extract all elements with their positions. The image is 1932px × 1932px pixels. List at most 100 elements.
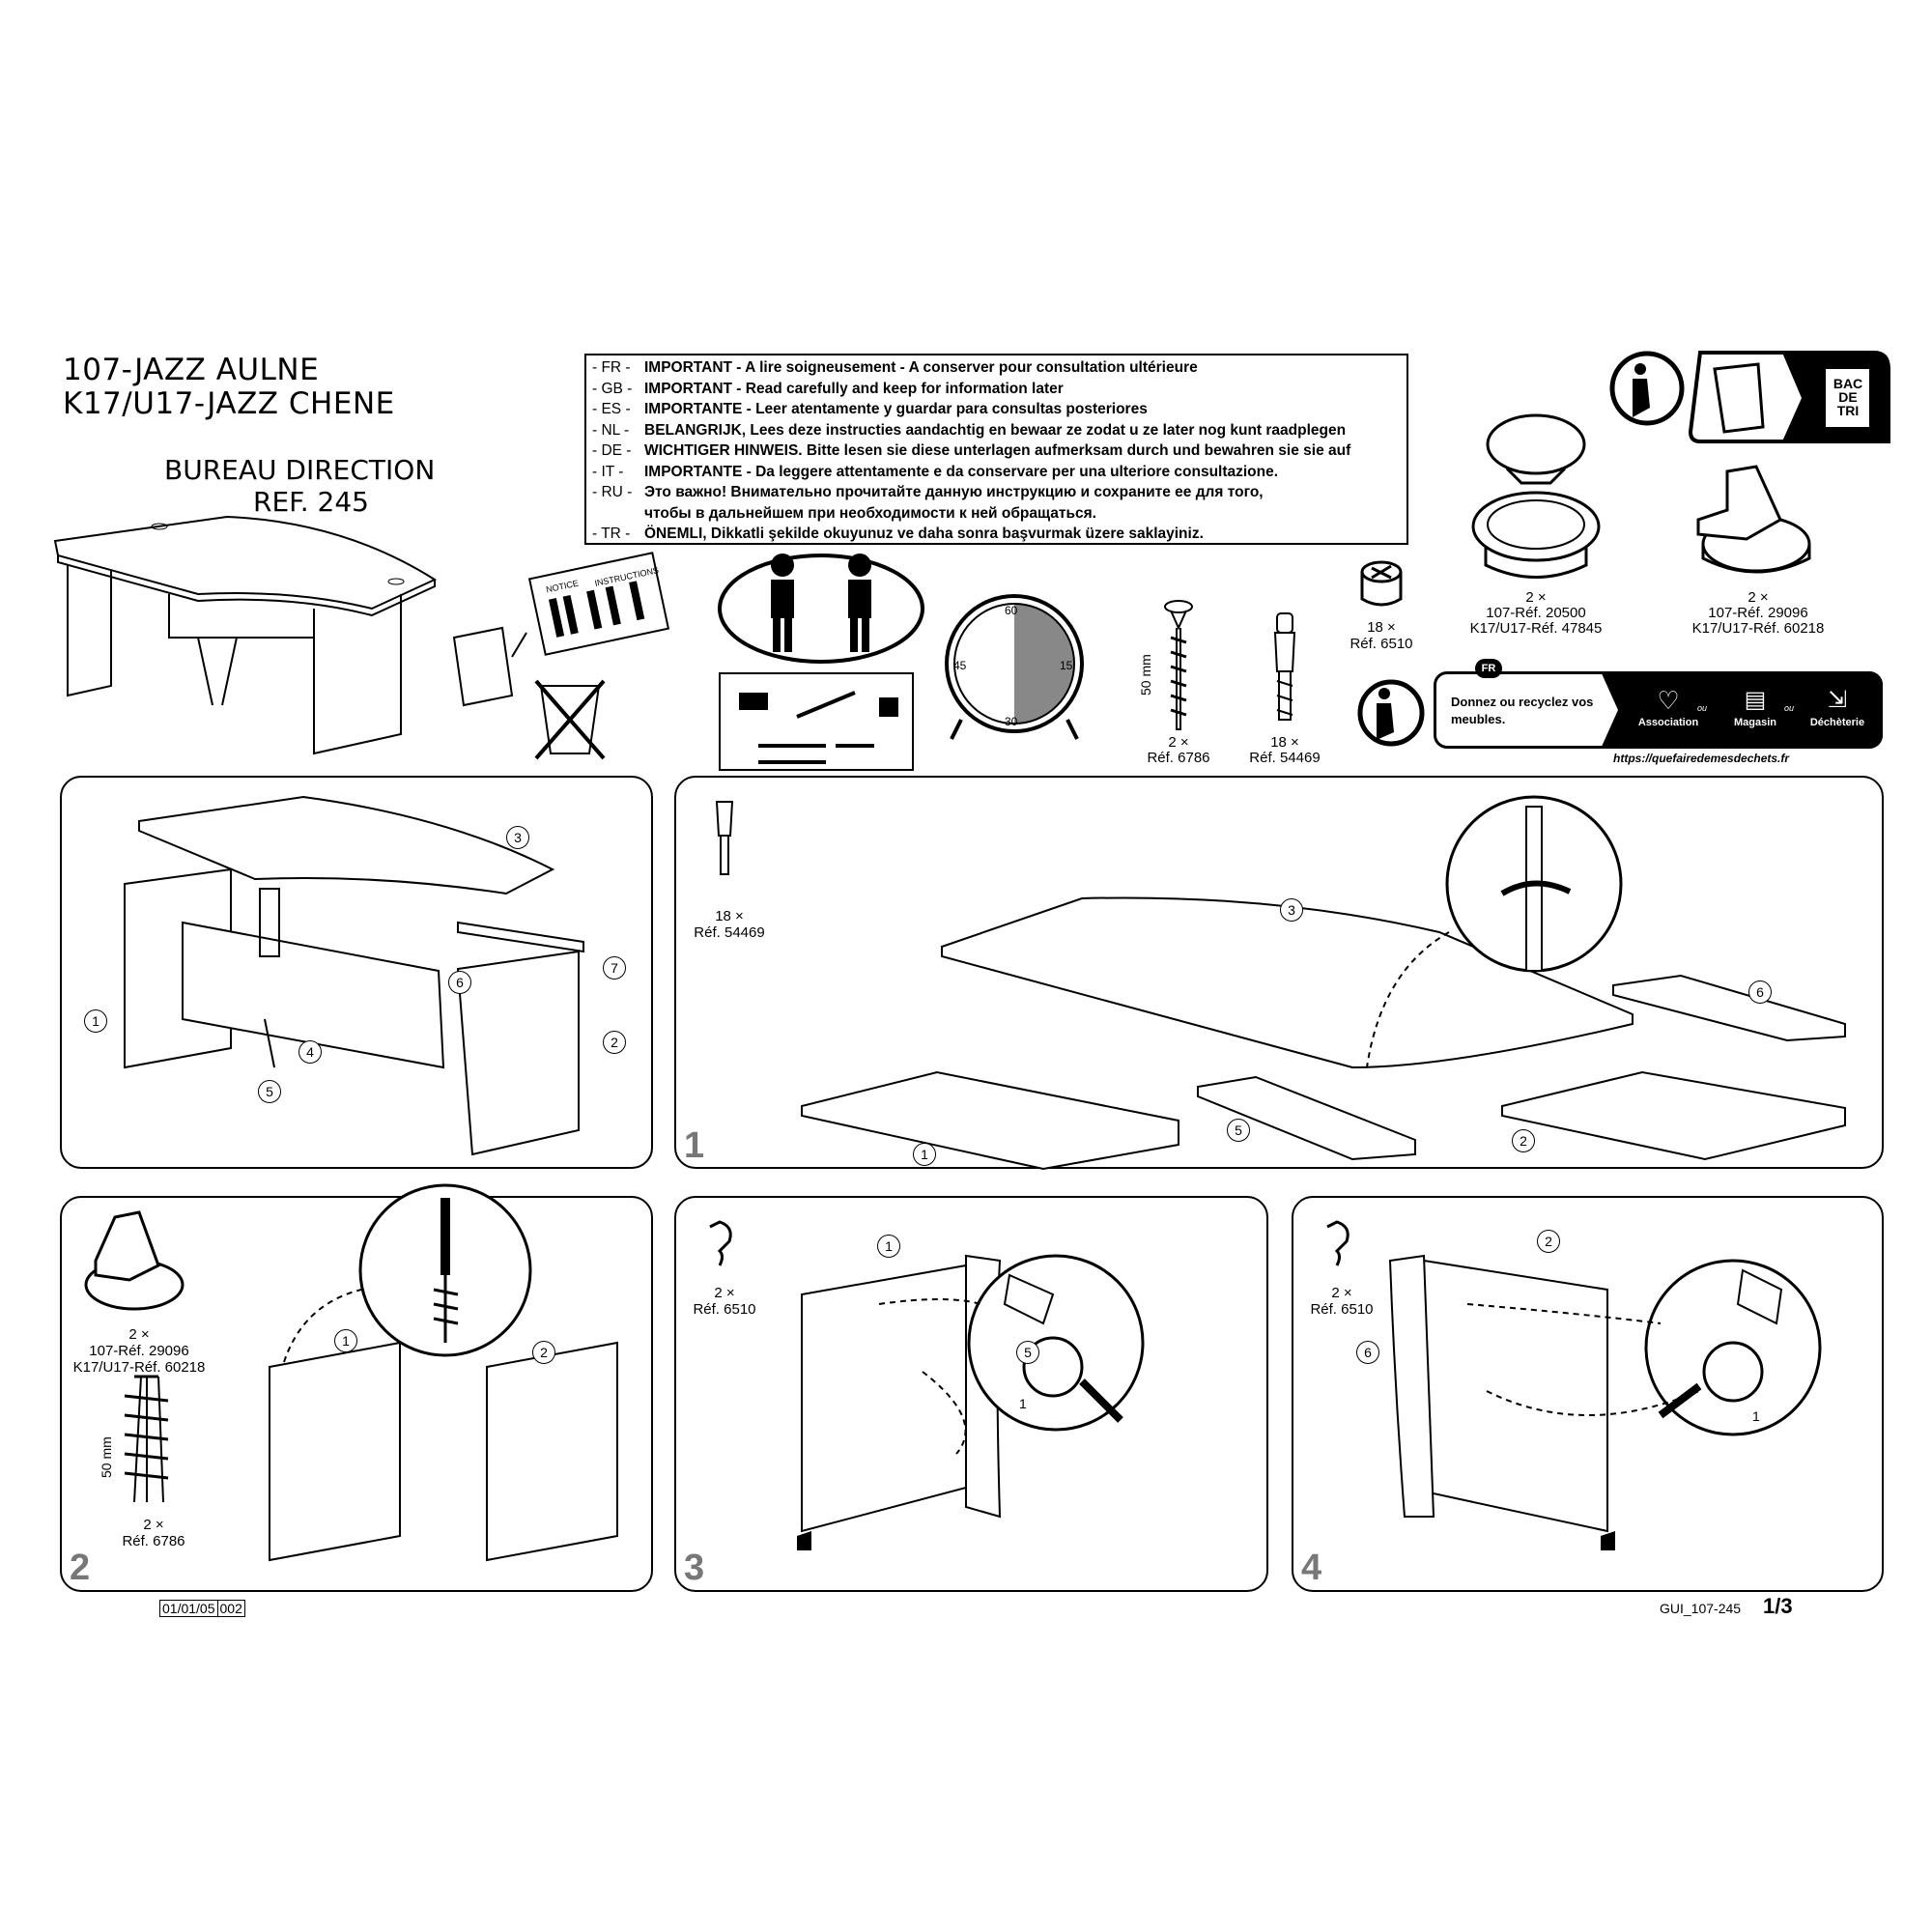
foot-qty: 2 × [1747,589,1769,606]
part-label-1: 1 [334,1329,357,1352]
screw-icon [1164,600,1193,730]
part-label-1: 1 [913,1143,936,1166]
part-label-6: 6 [1748,980,1772,1004]
notice-line: - TR -ÖNEMLI, Dikkatli şekilde okuyunuz … [592,526,1204,542]
title-line-1: 107-JAZZ AULNE [63,353,320,387]
heart-hand-icon: ♡ [1657,686,1680,715]
tools-icon [719,672,914,771]
part-label-2: 2 [603,1031,626,1054]
part-label-7: 7 [603,956,626,980]
option-decheterie: ⇲Déchèterie [1794,684,1881,728]
recycle-message: Donnez ou recyclez vos meubles. [1451,695,1594,726]
leveling-foot-icon [1696,465,1811,574]
step-1-part-ref: Réf. 54469 [694,924,765,941]
grommet-ref-107: 107-Réf. 20500 [1486,605,1586,621]
footer-doc-ref: GUI_107-245 [1660,1601,1742,1616]
step-4-part-qty: 2 × [1331,1285,1352,1301]
clock-tick: 45 [953,659,967,672]
step-number: 2 [70,1548,91,1588]
exploded-view-panel: 3 7 6 2 1 4 5 [60,776,653,1169]
exploded-desk-drawing [124,795,584,1156]
two-people-icon [718,554,924,664]
separator: ou [1697,703,1708,713]
step-1-panel: 18 × Réf. 54469 3 6 1 5 2 1 [674,776,1884,1171]
notice-line: - NL -BELANGRIJK, Lees deze instructies … [592,421,1347,439]
step-2-screw-qty: 2 × [143,1517,164,1533]
cam-qty: 18 × [1367,619,1396,636]
screw-qty: 2 × [1168,734,1189,751]
part-label-5: 5 [1227,1119,1250,1142]
cam-lock-icon [1360,560,1403,607]
part-label-6: 6 [1356,1341,1379,1364]
clock-tick: 60 [1005,604,1018,617]
part-label-3: 3 [506,826,529,849]
option-magasin: ▤Magasin [1712,684,1799,728]
foot-ref-k17: K17/U17-Réf. 60218 [1691,620,1825,637]
dowel-ref: Réf. 54469 [1249,750,1321,766]
step-2-part-ref-107: 107-Réf. 29096 [89,1343,189,1359]
recycle-furniture-banner: FR Donnez ou recyclez vos meubles. ♡Asso… [1434,659,1883,749]
clock-tick: 15 [1060,659,1073,672]
triman-icon [1357,679,1425,747]
notice-line: - ES -IMPORTANTE - Leer atentamente y gu… [592,401,1148,417]
notice-line: - FR -IMPORTANT - A lire soigneusement -… [592,359,1198,376]
step-4-panel: 2 × Réf. 6510 2 6 1 4 [1292,1196,1884,1592]
step-number: 3 [684,1548,705,1588]
dowel-qty: 18 × [1270,734,1299,751]
recycle-url[interactable]: https://quefairedemesdechets.fr [1613,752,1790,765]
product-ref: REF. 245 [253,486,369,518]
step-2-part-ref-k17: K17/U17-Réf. 60218 [72,1359,206,1376]
step-3-panel: 2 × Réf. 6510 1 5 1 3 [674,1196,1268,1592]
part-label-2: 2 [532,1341,555,1364]
separator: ou [1784,703,1795,713]
step-2-screw-ref: Réf. 6786 [122,1533,185,1549]
part-label-5: 5 [258,1080,281,1103]
part-label-6: 6 [448,971,471,994]
triman-recycle-icon [1609,351,1890,443]
notice-line: - DE -WICHTIGER HINWEIS. Bitte lesen sie… [592,442,1351,459]
step-3-part-qty: 2 × [714,1285,735,1301]
step-number: 4 [1301,1548,1322,1588]
grommet-ref-k17: K17/U17-Réf. 47845 [1469,620,1603,637]
notice-line: чтобы в дальнейшем при необходимости к н… [644,504,1096,522]
screw-length: 50 mm [1138,654,1153,696]
part-label-3: 3 [1280,898,1303,922]
step-1-drawing [715,795,1846,1171]
dowel-icon [1273,612,1296,721]
shop-icon: ▤ [1744,687,1767,713]
step-number: 1 [684,1125,705,1166]
foot-ref-107: 107-Réf. 29096 [1708,605,1808,621]
notice-line: - GB -IMPORTANT - Read carefully and kee… [592,380,1064,397]
rotation-label: 1 [1019,1396,1027,1411]
notice-line: - RU -Это важно! Внимательно прочитайте … [592,484,1264,500]
step-2-part-qty: 2 × [128,1326,150,1343]
step-4-part-ref: Réf. 6510 [1310,1301,1374,1318]
time-clock-icon [945,594,1084,740]
grommet-icon [1471,413,1601,579]
step-1-part-qty: 18 × [715,908,744,924]
clock-tick: 30 [1005,715,1018,728]
step-4-drawing [1326,1220,1822,1550]
page-number: 1/3 [1763,1594,1793,1618]
screw-ref: Réf. 6786 [1147,750,1210,766]
lang-badge: FR [1475,659,1502,678]
step-3-part-ref: Réf. 6510 [693,1301,756,1318]
important-notice-box: - FR -IMPORTANT - A lire soigneusement -… [584,354,1408,545]
step-2-screw-length: 50 mm [99,1436,114,1478]
part-label-1: 1 [877,1235,900,1258]
desk-illustration [53,515,438,755]
part-label-5: 5 [1016,1341,1039,1364]
grommet-qty: 2 × [1525,589,1547,606]
part-label-4: 4 [298,1040,322,1064]
rotation-label: 1 [1752,1408,1760,1424]
part-label-2: 2 [1512,1129,1535,1152]
title-line-2: K17/U17-JAZZ CHENE [63,386,395,421]
cam-ref: Réf. 6510 [1350,636,1413,652]
step-2-drawing [84,1183,618,1562]
part-label-1: 1 [84,1009,107,1033]
product-name: BUREAU DIRECTION [164,454,436,486]
option-association: ♡Association [1625,684,1712,728]
part-label-2: 2 [1537,1230,1560,1253]
